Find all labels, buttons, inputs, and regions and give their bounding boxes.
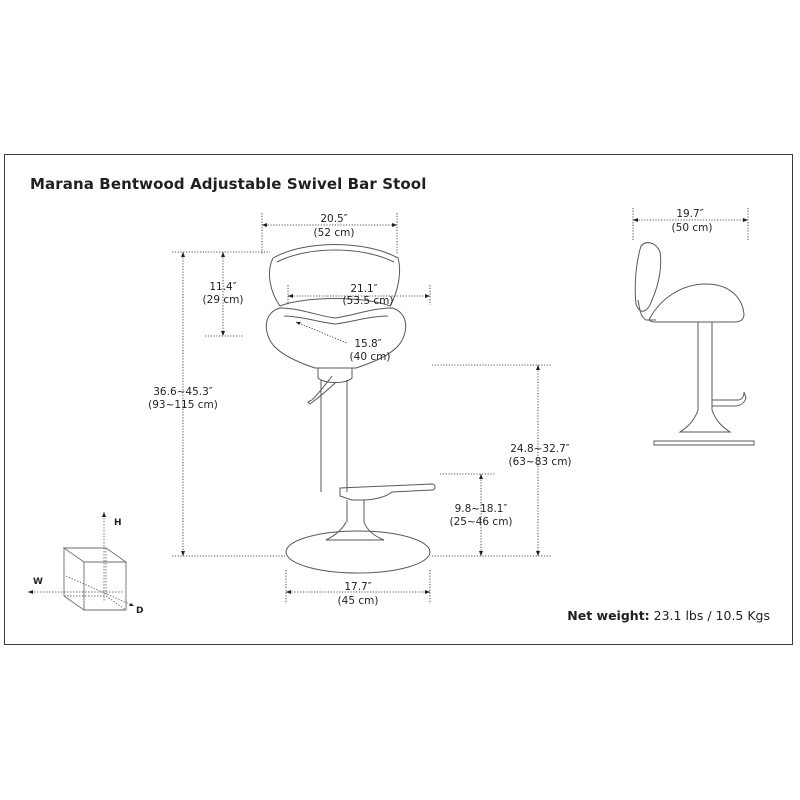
net-weight: Net weight: 23.1 lbs / 10.5 Kgs bbox=[567, 608, 770, 623]
side-depth-metric: (50 cm) bbox=[672, 222, 713, 234]
side-depth-imperial: 19.7″ bbox=[676, 208, 703, 220]
net-weight-value: 23.1 lbs / 10.5 Kgs bbox=[653, 608, 770, 623]
backrest-outline bbox=[269, 244, 401, 307]
seat-depth-metric: (40 cm) bbox=[350, 351, 391, 363]
seat-inner-edge bbox=[283, 315, 389, 325]
net-weight-label: Net weight: bbox=[567, 608, 650, 623]
back-height-imperial: 11.4″ bbox=[209, 281, 236, 293]
side-back-support bbox=[637, 299, 656, 321]
diagram-frame bbox=[4, 154, 793, 645]
front-view-stool bbox=[265, 244, 436, 574]
base-diameter-imperial: 17.7″ bbox=[344, 581, 371, 593]
back-width-metric: (52 cm) bbox=[314, 227, 355, 239]
side-view-stool bbox=[634, 242, 755, 446]
side-footrest bbox=[712, 391, 747, 407]
side-base-disc bbox=[653, 440, 755, 446]
axis-label-h: H bbox=[114, 518, 122, 528]
seat-depth-imperial: 15.8″ bbox=[354, 338, 381, 350]
footrest-height-metric: (25~46 cm) bbox=[449, 516, 512, 528]
back-height-metric: (29 cm) bbox=[203, 294, 244, 306]
seat-width-imperial: 21.1″ bbox=[350, 283, 377, 295]
seat-height-imperial: 24.8~32.7″ bbox=[510, 443, 570, 455]
seat-shell bbox=[265, 307, 407, 369]
footrest-height-imperial: 9.8~18.1″ bbox=[455, 503, 508, 515]
total-height-metric: (93~115 cm) bbox=[148, 399, 218, 411]
side-backrest bbox=[634, 242, 662, 312]
seat-width-metric: (53.5 cm) bbox=[343, 295, 394, 307]
seat-height-metric: (63~83 cm) bbox=[508, 456, 571, 468]
side-seat bbox=[648, 283, 745, 323]
back-width-imperial: 20.5″ bbox=[320, 213, 347, 225]
base-disc bbox=[285, 530, 431, 574]
total-height-imperial: 36.6~45.3″ bbox=[153, 386, 213, 398]
axis-label-w: W bbox=[33, 577, 43, 587]
base-diameter-metric: (45 cm) bbox=[338, 595, 379, 607]
gas-lever bbox=[307, 375, 337, 405]
orientation-cube bbox=[28, 512, 135, 611]
product-title: Marana Bentwood Adjustable Swivel Bar St… bbox=[30, 175, 427, 193]
footrest bbox=[339, 483, 436, 501]
backrest-inner-edge bbox=[276, 249, 395, 263]
axis-label-d: D bbox=[136, 606, 143, 616]
side-base-cone bbox=[678, 409, 732, 433]
base-cone bbox=[325, 521, 385, 541]
